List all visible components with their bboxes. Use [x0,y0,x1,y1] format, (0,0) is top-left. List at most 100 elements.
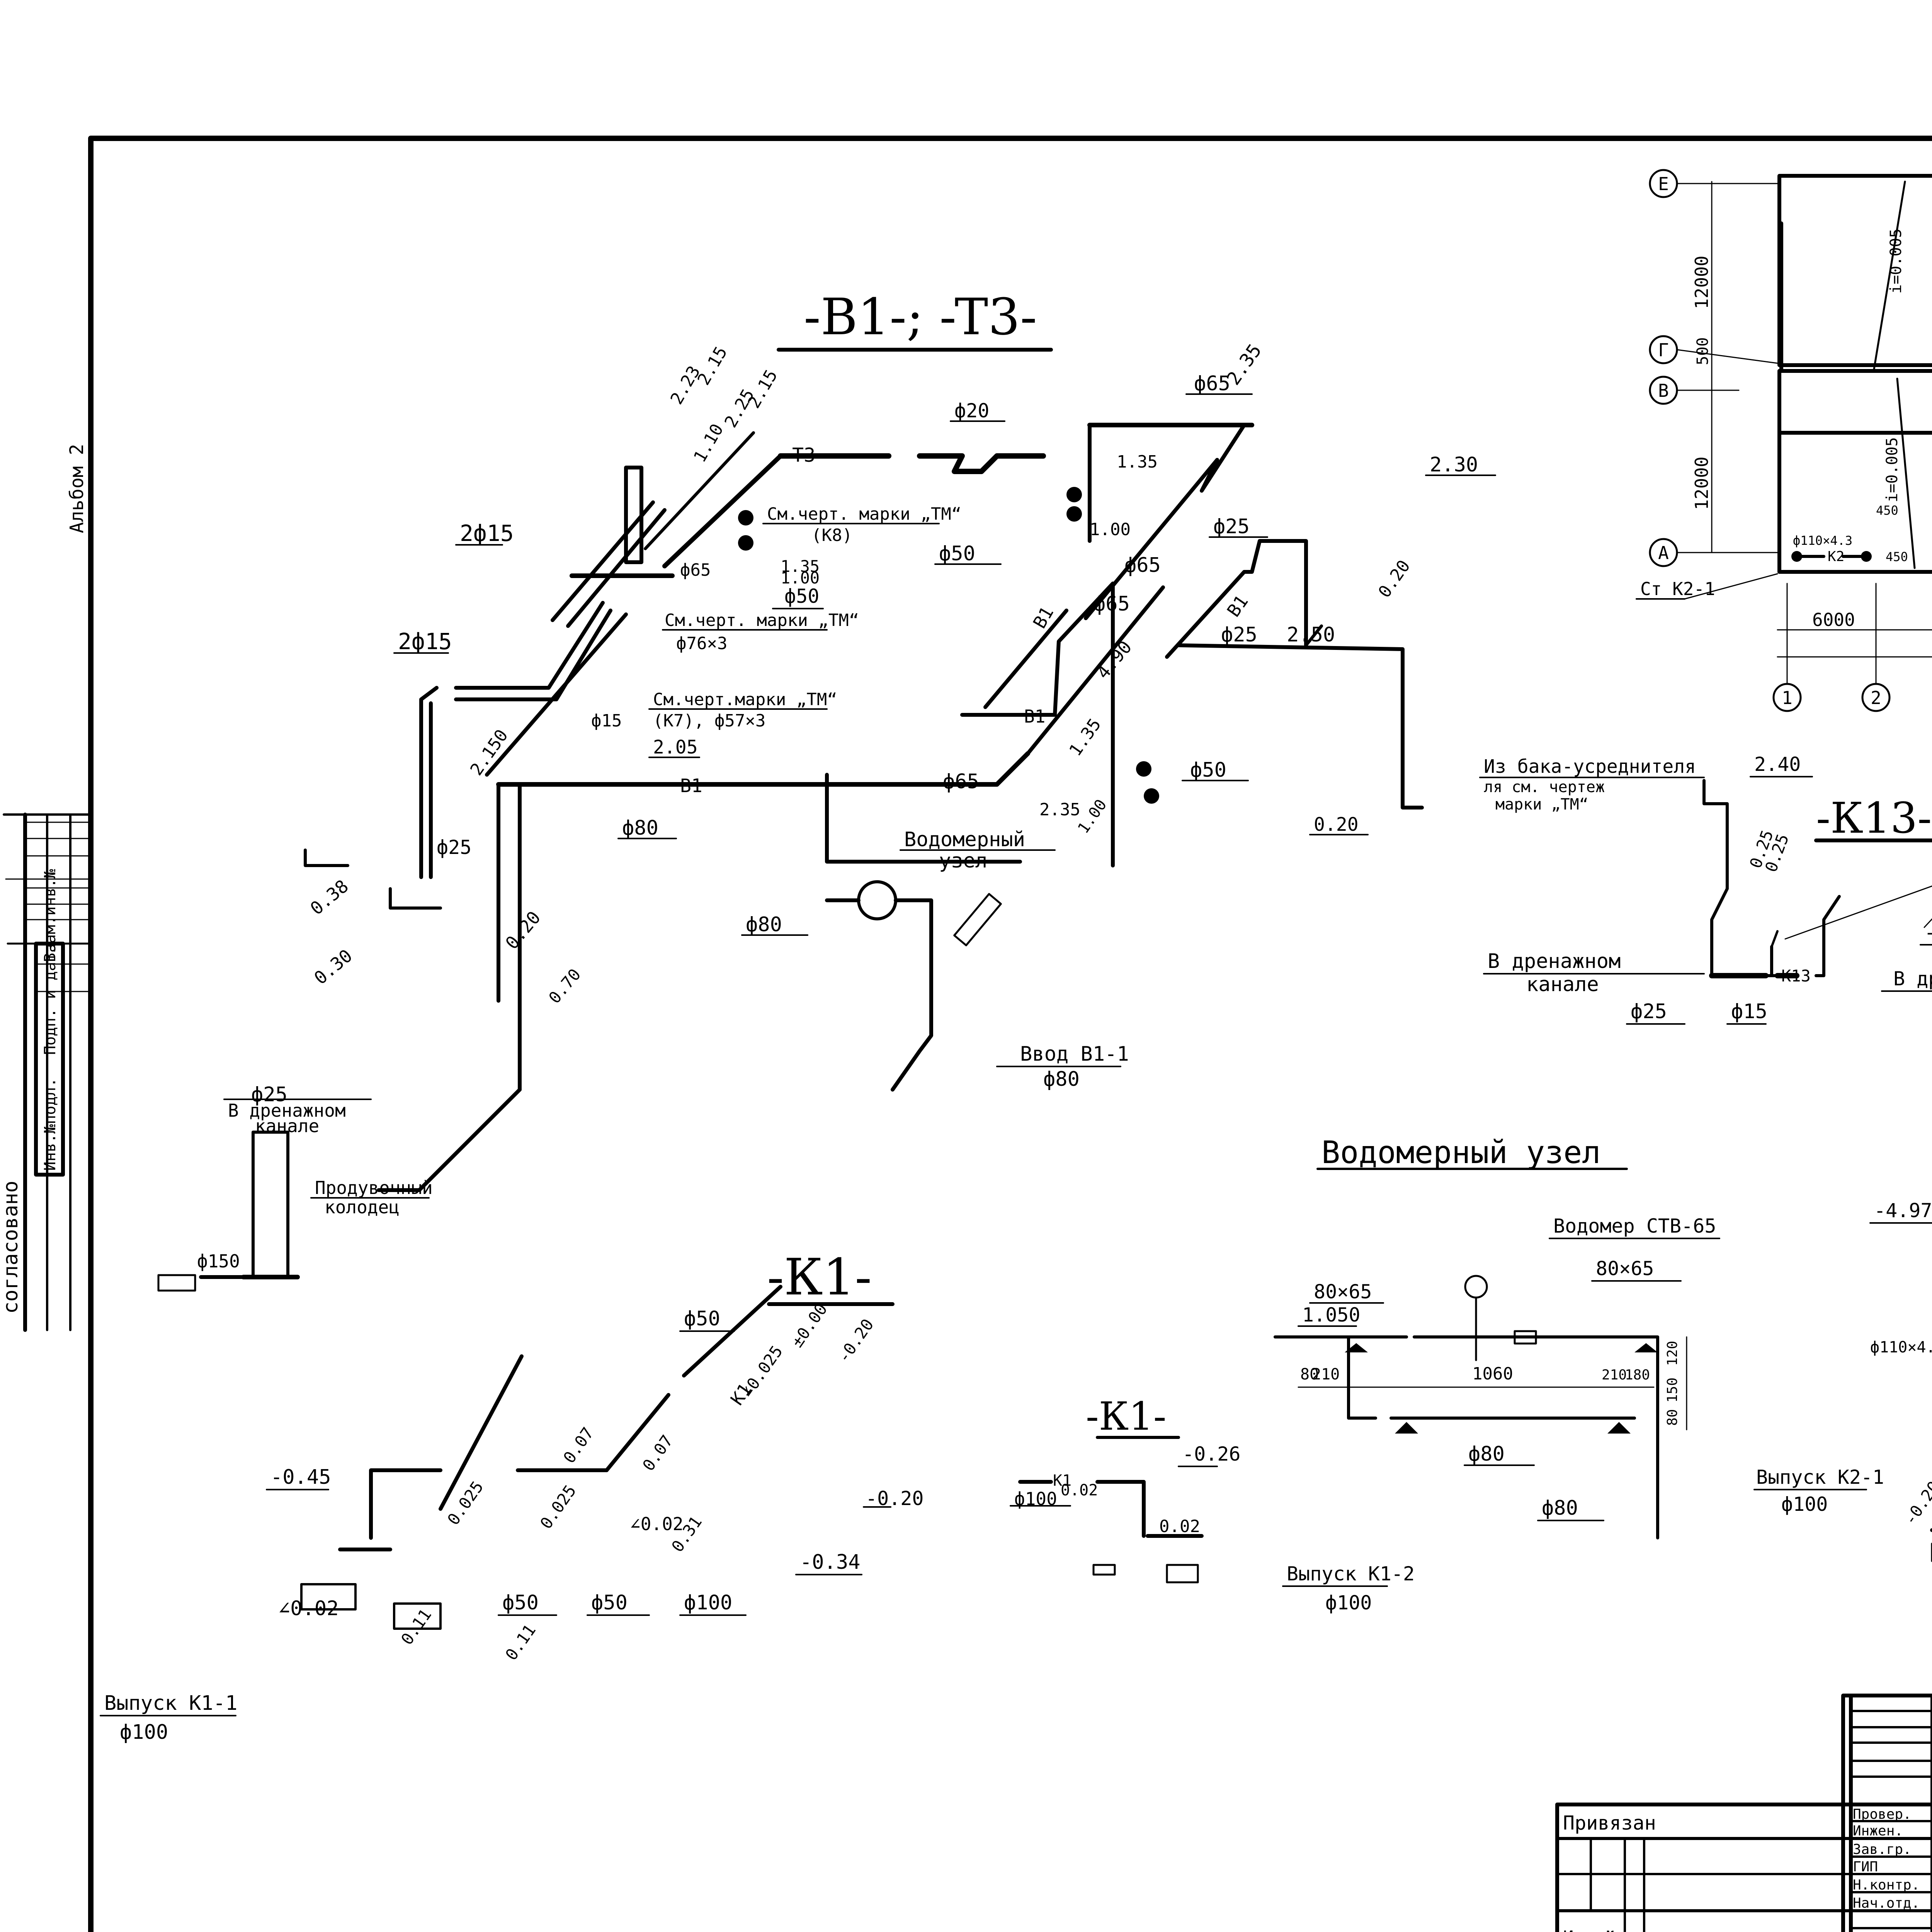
label: ф100 [684,1591,732,1614]
k2-label: К2 [1828,549,1844,565]
label: Из бака-усреднителя [1484,756,1696,777]
label: -4.97 [1874,1199,1932,1222]
sheet-frame [88,136,1932,1932]
label: 120 [1665,1341,1680,1366]
label: ф80 [622,816,658,840]
axis-label: Е [1658,173,1669,194]
dim-label: 6000 [1812,609,1855,630]
roof-axis-letters: Е Г В А Б А [1649,169,1778,567]
label: 80×65 [1596,1257,1654,1280]
label: 2.30 [1430,453,1478,476]
label: Водомер СТВ-65 [1553,1215,1716,1237]
slope-label: i=0.005 [1883,437,1901,502]
label: -0.45 [270,1466,331,1489]
label: ф50 [1190,759,1226,782]
label: 1.00 [1090,520,1131,539]
roof-plan: План кровли Е Г В А Б А [1636,169,1932,712]
label: 1060 [1472,1364,1513,1384]
label: ±0.00 [787,1300,831,1351]
label: 80×65 [1314,1281,1372,1303]
label: (К8) [811,526,852,545]
label: ф50 [502,1591,539,1614]
blowdown-well [252,1131,289,1279]
label: 1.10 [690,420,727,466]
title-block [1555,1694,1932,1932]
scheme-k1-second: -К1- -0.20 К1 ф100 0.02 -0.26 0.02 Выпус… [863,1394,1415,1614]
label: 2.15 [694,343,731,388]
label: 1.050 [1302,1304,1361,1326]
label: 2ф15 [398,628,452,655]
label: ф25 [437,836,471,859]
label: 1.35 [1117,452,1158,472]
label: 2.05 [653,736,698,758]
label: марки „ТМ“ [1495,796,1588,813]
label: 0.20 [1374,556,1414,601]
label: См.черт. марки „ТМ“ [767,504,961,524]
label: 180 [1625,1367,1650,1383]
scheme-b1-t3: -B1-; -T3- [157,287,1424,1292]
label: ф80 [746,913,782,936]
label: В дренажном [1488,950,1621,973]
approvals: Провер. Огородов Инжен. Оленцова Зав.гр.… [1853,1806,1920,1911]
label: ∠0.02 [278,1597,339,1620]
label: 0.02 [1061,1481,1098,1499]
label: 0.025 [444,1478,487,1529]
label: -0.34 [800,1551,861,1574]
label: узел [939,849,987,872]
label: См.черт.марки „ТМ“ [653,690,837,709]
label: -0.20 [1900,1478,1932,1529]
meter-node-title: Водомерный узел [1321,1134,1600,1170]
label: ф50 [939,542,975,565]
label: 80 [1665,1409,1680,1426]
role: Н.контр. [1853,1877,1920,1893]
role: Провер. [1853,1806,1912,1822]
role: Зав.гр. [1853,1842,1912,1857]
label: ф25 [1221,623,1257,646]
side-stamp-agreed [3,813,92,1332]
label: Водомерный [904,828,1025,851]
label: 0.20 [501,907,545,953]
label: ф100 [1781,1493,1828,1515]
label: (К7), ф57×3 [653,711,765,731]
label: Т3 [792,444,815,466]
label: Выпуск К2-1 [1756,1466,1884,1488]
label: ф25 [251,1083,287,1106]
label: 1.00 [781,568,820,587]
label: ф50 [591,1591,628,1614]
scheme-title-k1-second: -К1- [1086,1394,1167,1439]
label: В1 [1024,706,1045,727]
label: 0.20 [1314,814,1359,835]
label: 2ф15 [460,520,514,546]
label: ф15 [1731,1000,1767,1023]
label: В дренажном [228,1100,346,1121]
label: В дренажном [1893,968,1932,990]
label: 2.35 [1039,800,1080,820]
label: ф25 [1631,1000,1667,1023]
label: 2.40 [1754,753,1801,776]
pipe-label: ф110×4.3 [1793,533,1852,548]
side-stamp-inventory [34,942,92,1177]
label: колодец [325,1197,400,1218]
agreed-label: согласовано [0,1181,22,1314]
scheme-title-b1-t3: -B1-; -T3- [804,287,1037,346]
stamp-inv-original: Инв.№подл. [41,1078,59,1171]
label: Продувочный [315,1177,433,1198]
label: ф110×4.3 [1870,1338,1932,1356]
label: ф20 [954,400,989,422]
label: -0.26 [1182,1443,1241,1465]
axis-label: Г [1658,340,1669,361]
label: 80 [1300,1366,1319,1383]
roof-axis-numbers: 1 2 4 5 6 [1772,583,1932,712]
b1-t3-labels: 2ф15 2ф15 2.23 2.15 2.25 2.15 1.10 Т3 ф2… [197,340,1496,1272]
label: В1 [680,775,702,797]
dim-label: 12000 [1691,256,1712,309]
label: В1 [1223,591,1252,621]
label: ф76×3 [676,634,727,653]
label: 1.35 [781,557,820,576]
label: 210 [1312,1366,1340,1383]
label: 0.11 [502,1621,539,1664]
label: 210 [1602,1367,1627,1383]
label: 0.11 [397,1605,435,1648]
scheme-meter-node: Водомерный узел 1.050 80×65 Водомер СТВ-… [1274,1134,1720,1539]
scheme-k2: -К2- 6.00 ∠0.005 ф110×4.3 -4.97 5.00 Ст … [1753,1199,1932,1562]
